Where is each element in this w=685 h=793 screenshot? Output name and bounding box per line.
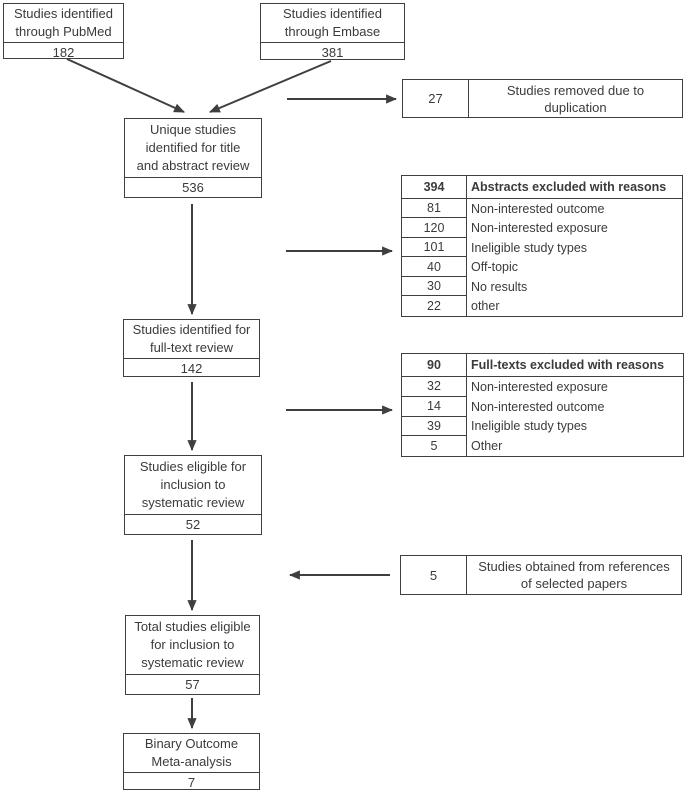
pubmed-label: Studies identified through PubMed (4, 4, 123, 43)
row-count: 30 (402, 276, 467, 297)
pubmed-count: 182 (52, 45, 75, 60)
row-label: No results (471, 279, 528, 294)
fulltexts-header-count: 90 (402, 354, 467, 377)
row-label: Other (471, 439, 503, 454)
pubmed-box: Studies identified through PubMed 182 (3, 3, 124, 60)
row-count: 101 (402, 237, 467, 258)
duplication-removed-box: 27 Studies removed due to duplication (402, 79, 683, 118)
row-count: 22 (402, 296, 467, 316)
duplication-count: 27 (403, 80, 469, 117)
unique-studies-count: 536 (182, 180, 204, 195)
table-row: 30 No results (402, 276, 682, 297)
row-label: Non-interested outcome (471, 201, 605, 216)
unique-studies-label: Unique studies identified for title and … (125, 119, 261, 178)
row-label: Non-interested exposure (471, 221, 608, 236)
total-eligible-label: Total studies eligible for inclusion to … (126, 616, 259, 675)
row-count: 40 (402, 257, 467, 277)
fulltext-review-box: Studies identified for full-text review … (123, 319, 260, 377)
abstracts-excluded-table: 394 Abstracts excluded with reasons 81 N… (401, 175, 683, 317)
binary-outcome-count: 7 (187, 775, 196, 790)
row-count: 81 (402, 198, 467, 219)
row-count: 39 (402, 416, 467, 437)
abstracts-header-row: 394 Abstracts excluded with reasons (402, 176, 682, 199)
table-row: 32 Non-interested exposure (402, 377, 683, 397)
fulltext-review-count: 142 (180, 361, 203, 376)
table-row: 39 Ineligible study types (402, 416, 683, 437)
row-label: Ineligible study types (471, 240, 588, 255)
row-label: Non-interested outcome (471, 399, 605, 414)
duplication-label: Studies removed due to duplication (506, 82, 645, 115)
references-label: Studies obtained from references of sele… (478, 559, 670, 591)
embase-box: Studies identified through Embase 381 (260, 3, 405, 60)
row-count: 120 (402, 218, 467, 238)
fulltexts-header-row: 90 Full-texts excluded with reasons (402, 354, 683, 378)
fulltext-review-label: Studies identified for full-text review (124, 320, 259, 359)
row-label: other (471, 299, 500, 314)
embase-count: 381 (321, 45, 344, 60)
embase-label: Studies identified through Embase (261, 4, 404, 43)
table-row: 81 Non-interested outcome (402, 198, 682, 219)
table-row: 120 Non-interested exposure (402, 218, 682, 238)
references-count: 5 (401, 556, 467, 594)
references-box: 5 Studies obtained from references of se… (400, 555, 682, 595)
total-eligible-count: 57 (185, 677, 200, 692)
eligible-label: Studies eligible for inclusion to system… (125, 456, 261, 515)
total-eligible-box: Total studies eligible for inclusion to … (125, 615, 260, 695)
row-count: 5 (402, 436, 467, 457)
row-label: Ineligible study types (471, 419, 588, 434)
table-row: 40 Off-topic (402, 257, 682, 277)
row-label: Off-topic (471, 260, 519, 275)
abstracts-header-count: 394 (402, 176, 467, 198)
table-row: 5 Other (402, 436, 683, 457)
row-label: Non-interested exposure (471, 379, 608, 394)
binary-outcome-box: Binary Outcome Meta-analysis 7 (123, 733, 260, 790)
eligible-count: 52 (185, 517, 201, 532)
fulltexts-excluded-table: 90 Full-texts excluded with reasons 32 N… (401, 353, 684, 457)
row-count: 14 (402, 396, 467, 417)
unique-studies-box: Unique studies identified for title and … (124, 118, 262, 198)
fulltexts-header-label: Full-texts excluded with reasons (471, 358, 665, 373)
table-row: 101 Ineligible study types (402, 237, 682, 258)
eligible-box: Studies eligible for inclusion to system… (124, 455, 262, 535)
arrow-pubmed-to-unique (66, 58, 186, 113)
table-row: 14 Non-interested outcome (402, 396, 683, 417)
binary-outcome-label: Binary Outcome Meta-analysis (124, 734, 259, 773)
arrow-embase-to-unique (208, 60, 332, 113)
table-row: 22 other (402, 296, 682, 316)
abstracts-header-label: Abstracts excluded with reasons (471, 179, 667, 194)
row-count: 32 (402, 377, 467, 397)
